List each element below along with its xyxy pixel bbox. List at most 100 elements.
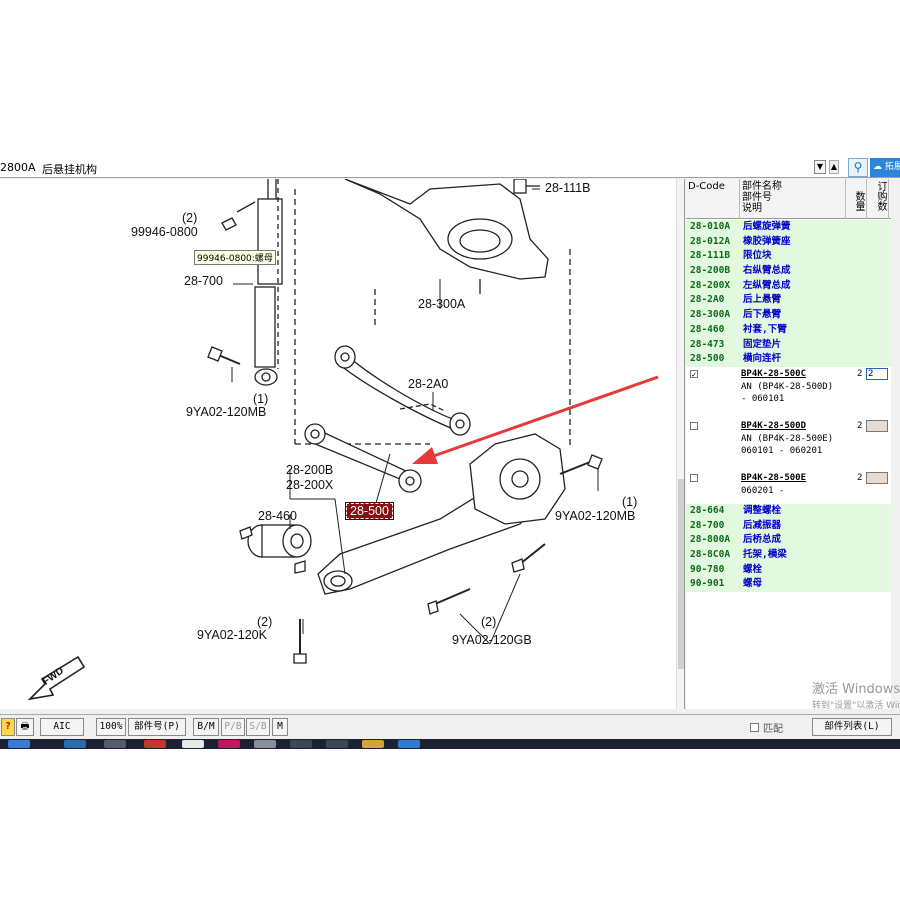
cloud-label: 拓展上 (884, 162, 900, 172)
row-part-name: 后减振器 (743, 519, 782, 531)
part-tooltip: 99946-0800:螺母 (194, 250, 276, 265)
row-dcode: 28-8C0A (690, 548, 731, 560)
start-icon[interactable] (8, 740, 30, 748)
taskbar-app-icon[interactable] (182, 740, 204, 748)
parts-list-header: D-Code 部件名称 部件号 说明 数量 订购数 是 (686, 179, 900, 219)
suspension-drawing (27, 179, 659, 701)
label-28-200b[interactable]: 28-200B (286, 463, 334, 477)
option-order-input[interactable] (866, 471, 888, 484)
label-9ya02-120mb-right[interactable]: 9YA02-120MB (555, 509, 636, 523)
taskbar-app-icon[interactable] (254, 740, 276, 748)
bm-button[interactable]: B/M (193, 718, 219, 736)
print-icon[interactable]: 🖶 (16, 718, 34, 736)
parts-list-row[interactable]: 28-200X 左纵臂总成 (686, 278, 900, 294)
diagram-scroll-thumb[interactable] (678, 479, 684, 669)
label-28-200x[interactable]: 28-200X (286, 478, 334, 492)
row-part-name: 后下悬臂 (743, 309, 782, 321)
help-button[interactable]: ? (1, 718, 15, 736)
parts-catalog-window: 2800A 后悬挂机构 ▼ ▲ ⚲ ☁ 拓展上 (0, 158, 900, 745)
zoom-button[interactable]: 100% (96, 718, 126, 736)
taskbar-app-icon[interactable] (326, 740, 348, 748)
red-pointer-arrow (412, 375, 659, 464)
taskbar-app-icon[interactable] (64, 740, 86, 748)
option-part-number[interactable]: BP4K-28-500E (741, 472, 807, 483)
parts-list-button[interactable]: 部件列表(L) (812, 718, 892, 736)
label-28-111b[interactable]: 28-111B (545, 181, 591, 195)
option-order-input[interactable]: 2 (866, 367, 888, 380)
label-28-460[interactable]: 28-460 (258, 509, 297, 523)
leader-lines (231, 188, 599, 645)
option-order-input[interactable] (866, 419, 888, 432)
pb-button[interactable]: P/B (221, 718, 245, 736)
parts-scrollbar[interactable] (891, 179, 900, 709)
header-order[interactable]: 订购数 (867, 179, 889, 219)
row-part-name: 固定垫片 (743, 338, 782, 350)
option-note-1: AN (BP4K-28-500D) (741, 381, 834, 392)
match-checkbox[interactable] (750, 723, 759, 732)
scroll-arrow-icon[interactable]: ▲ (829, 160, 839, 174)
aic-button[interactable]: AIC (40, 718, 84, 736)
label-28-300a[interactable]: 28-300A (418, 297, 466, 311)
option-checkbox[interactable] (690, 421, 698, 430)
header-dcode[interactable]: D-Code (686, 179, 740, 219)
taskbar-app-icon[interactable] (218, 740, 240, 748)
part-options: ✓ BP4K-28-500C 2 2 AN (BP4K-28-500D) - 0… (686, 366, 900, 504)
search-icon[interactable]: ⚲ (848, 158, 868, 177)
option-part-number[interactable]: BP4K-28-500C (741, 368, 807, 379)
row-part-name: 左纵臂总成 (743, 279, 791, 291)
m-button[interactable]: M (272, 718, 288, 736)
taskbar-app-icon[interactable] (144, 740, 166, 748)
group-selector-bar[interactable]: 2800A 后悬挂机构 ▼ ▲ ⚲ ☁ 拓展上 (0, 158, 900, 178)
group-code: 2800A (0, 161, 36, 174)
sb-button[interactable]: S/B (246, 718, 270, 736)
option-checkbox[interactable] (690, 473, 698, 482)
taskbar-app-icon[interactable] (362, 740, 384, 748)
bottom-toolbar: ? 🖶 AIC 100% 部件号(P) B/M P/B S/B M 匹配 部件列… (0, 714, 900, 738)
option-row[interactable]: BP4K-28-500E 2 060201 - (686, 471, 900, 516)
label-28-2a0[interactable]: 28-2A0 (408, 377, 449, 391)
label-9ya02-120mb-left[interactable]: 9YA02-120MB (186, 405, 267, 419)
row-dcode: 28-200X (690, 279, 731, 291)
part-number-button[interactable]: 部件号(P) (128, 718, 186, 736)
parts-diagram[interactable]: 28-111B (2) 99946-0800 99946-0800:螺母 28-… (0, 179, 685, 709)
label-9ya02-mb-left-qty: (1) (253, 392, 269, 406)
header-qty[interactable]: 数量 (846, 179, 867, 219)
label-28-700[interactable]: 28-700 (184, 274, 223, 288)
taskbar-app-icon[interactable] (398, 740, 420, 748)
label-9ya02-k-qty: (2) (257, 615, 273, 629)
option-checkbox[interactable]: ✓ (690, 369, 698, 379)
match-label: 匹配 (763, 724, 783, 735)
label-99946-0800[interactable]: 99946-0800 (131, 225, 198, 239)
dropdown-arrow-icon[interactable]: ▼ (814, 160, 826, 174)
taskbar-app-icon[interactable] (104, 740, 126, 748)
option-row[interactable]: ✓ BP4K-28-500C 2 2 AN (BP4K-28-500D) - 0… (686, 367, 900, 412)
taskbar-app-icon[interactable] (290, 740, 312, 748)
diagram-scrollbar[interactable] (676, 179, 684, 709)
cloud-button[interactable]: ☁ 拓展上 (870, 158, 900, 177)
label-28-500-highlighted[interactable]: 28-500 (345, 502, 394, 520)
header-name[interactable]: 部件名称 部件号 说明 (740, 179, 846, 219)
option-note-2: 060101 - 060201 (741, 445, 823, 456)
option-row[interactable]: BP4K-28-500D 2 AN (BP4K-28-500E) 060101 … (686, 419, 900, 464)
label-9ya02-120gb[interactable]: 9YA02-120GB (452, 633, 532, 647)
label-9ya02-120k[interactable]: 9YA02-120K (197, 628, 267, 642)
option-part-number[interactable]: BP4K-28-500D (741, 420, 807, 431)
label-9ya02-mb-right-qty: (1) (622, 495, 638, 509)
